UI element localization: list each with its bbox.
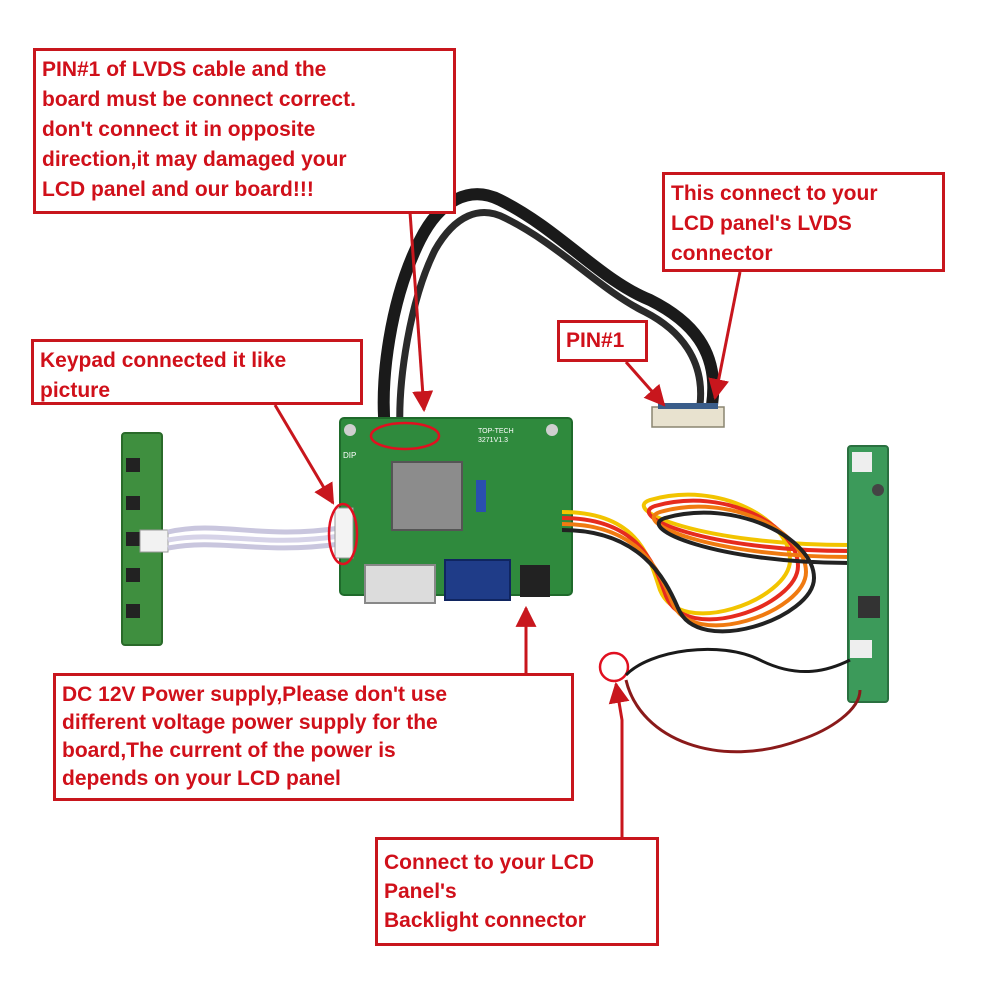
- keypad-button: [126, 568, 140, 582]
- backlight-line: Panel's: [384, 880, 457, 903]
- keypad-button: [126, 458, 140, 472]
- pin1-warning-line: LCD panel and our board!!!: [42, 178, 314, 201]
- keypad-cable: [167, 525, 341, 551]
- callout-arrows: [273, 211, 742, 837]
- lvds-connect-line: This connect to your: [671, 182, 878, 205]
- power-line: different voltage power supply for the: [62, 711, 438, 734]
- pin1-warning-line: direction,it may damaged your: [42, 148, 347, 171]
- lvds-connect-callout: This connect to your LCD panel's LVDS co…: [662, 172, 945, 272]
- pin1-callout: PIN#1: [557, 320, 648, 362]
- power-line: board,The current of the power is: [62, 739, 396, 762]
- backlight-line: Connect to your LCD: [384, 851, 594, 874]
- inverter-cable: [561, 492, 851, 634]
- backlight-line: Backlight connector: [384, 909, 586, 932]
- keypad-line: picture: [40, 379, 111, 402]
- arrow-pin1-warning: [408, 211, 434, 413]
- pin1-warning-line: PIN#1 of LVDS cable and the: [42, 58, 327, 81]
- power-line: DC 12V Power supply,Please don't use: [62, 683, 448, 706]
- lvds-lcd-connector: [651, 406, 725, 428]
- pin1-line: PIN#1: [566, 329, 625, 352]
- keypad-button: [126, 496, 140, 510]
- pin1-warning-line: board must be connect correct.: [42, 88, 356, 111]
- arrow-keypad: [273, 404, 335, 505]
- board-brand-label: TOP-TECH: [478, 428, 514, 435]
- pin1-warning-line: don't connect it in opposite: [42, 118, 316, 141]
- lvds-connect-line: LCD panel's LVDS: [671, 212, 852, 235]
- keypad-header: [334, 507, 354, 559]
- backlight-cable: [624, 647, 862, 754]
- keypad-button: [126, 532, 140, 546]
- inverter-board: [847, 445, 889, 703]
- power-supply-callout: DC 12V Power supply,Please don't use dif…: [53, 673, 574, 801]
- arrow-lvds-connect: [708, 271, 742, 401]
- dc-jack: [520, 565, 550, 597]
- power-line: depends on your LCD panel: [62, 767, 341, 790]
- pin1-warning-callout: PIN#1 of LVDS cable and the board must b…: [33, 48, 456, 214]
- arrow-pin1: [624, 361, 666, 407]
- keypad-line: Keypad connected it like: [40, 349, 287, 372]
- keypad-button: [126, 604, 140, 618]
- keypad-callout: Keypad connected it like picture: [31, 339, 363, 405]
- vga-port: [444, 559, 511, 601]
- driver-board: TOP-TECH 3271V1.3 DIP: [334, 417, 573, 604]
- keypad-highlight-circle: [327, 502, 359, 566]
- pin1-highlight-circle: [369, 421, 441, 451]
- board-dip-label: DIP: [343, 451, 356, 460]
- keypad-board: [121, 432, 169, 646]
- backlight-highlight-circle: [598, 651, 630, 683]
- lvds-connect-line: connector: [671, 242, 773, 265]
- board-model-label: 3271V1.3: [478, 437, 508, 444]
- dvi-port: [364, 564, 436, 604]
- backlight-callout: Connect to your LCD Panel's Backlight co…: [375, 837, 659, 946]
- main-chip: [391, 461, 463, 531]
- arrow-backlight: [608, 681, 630, 837]
